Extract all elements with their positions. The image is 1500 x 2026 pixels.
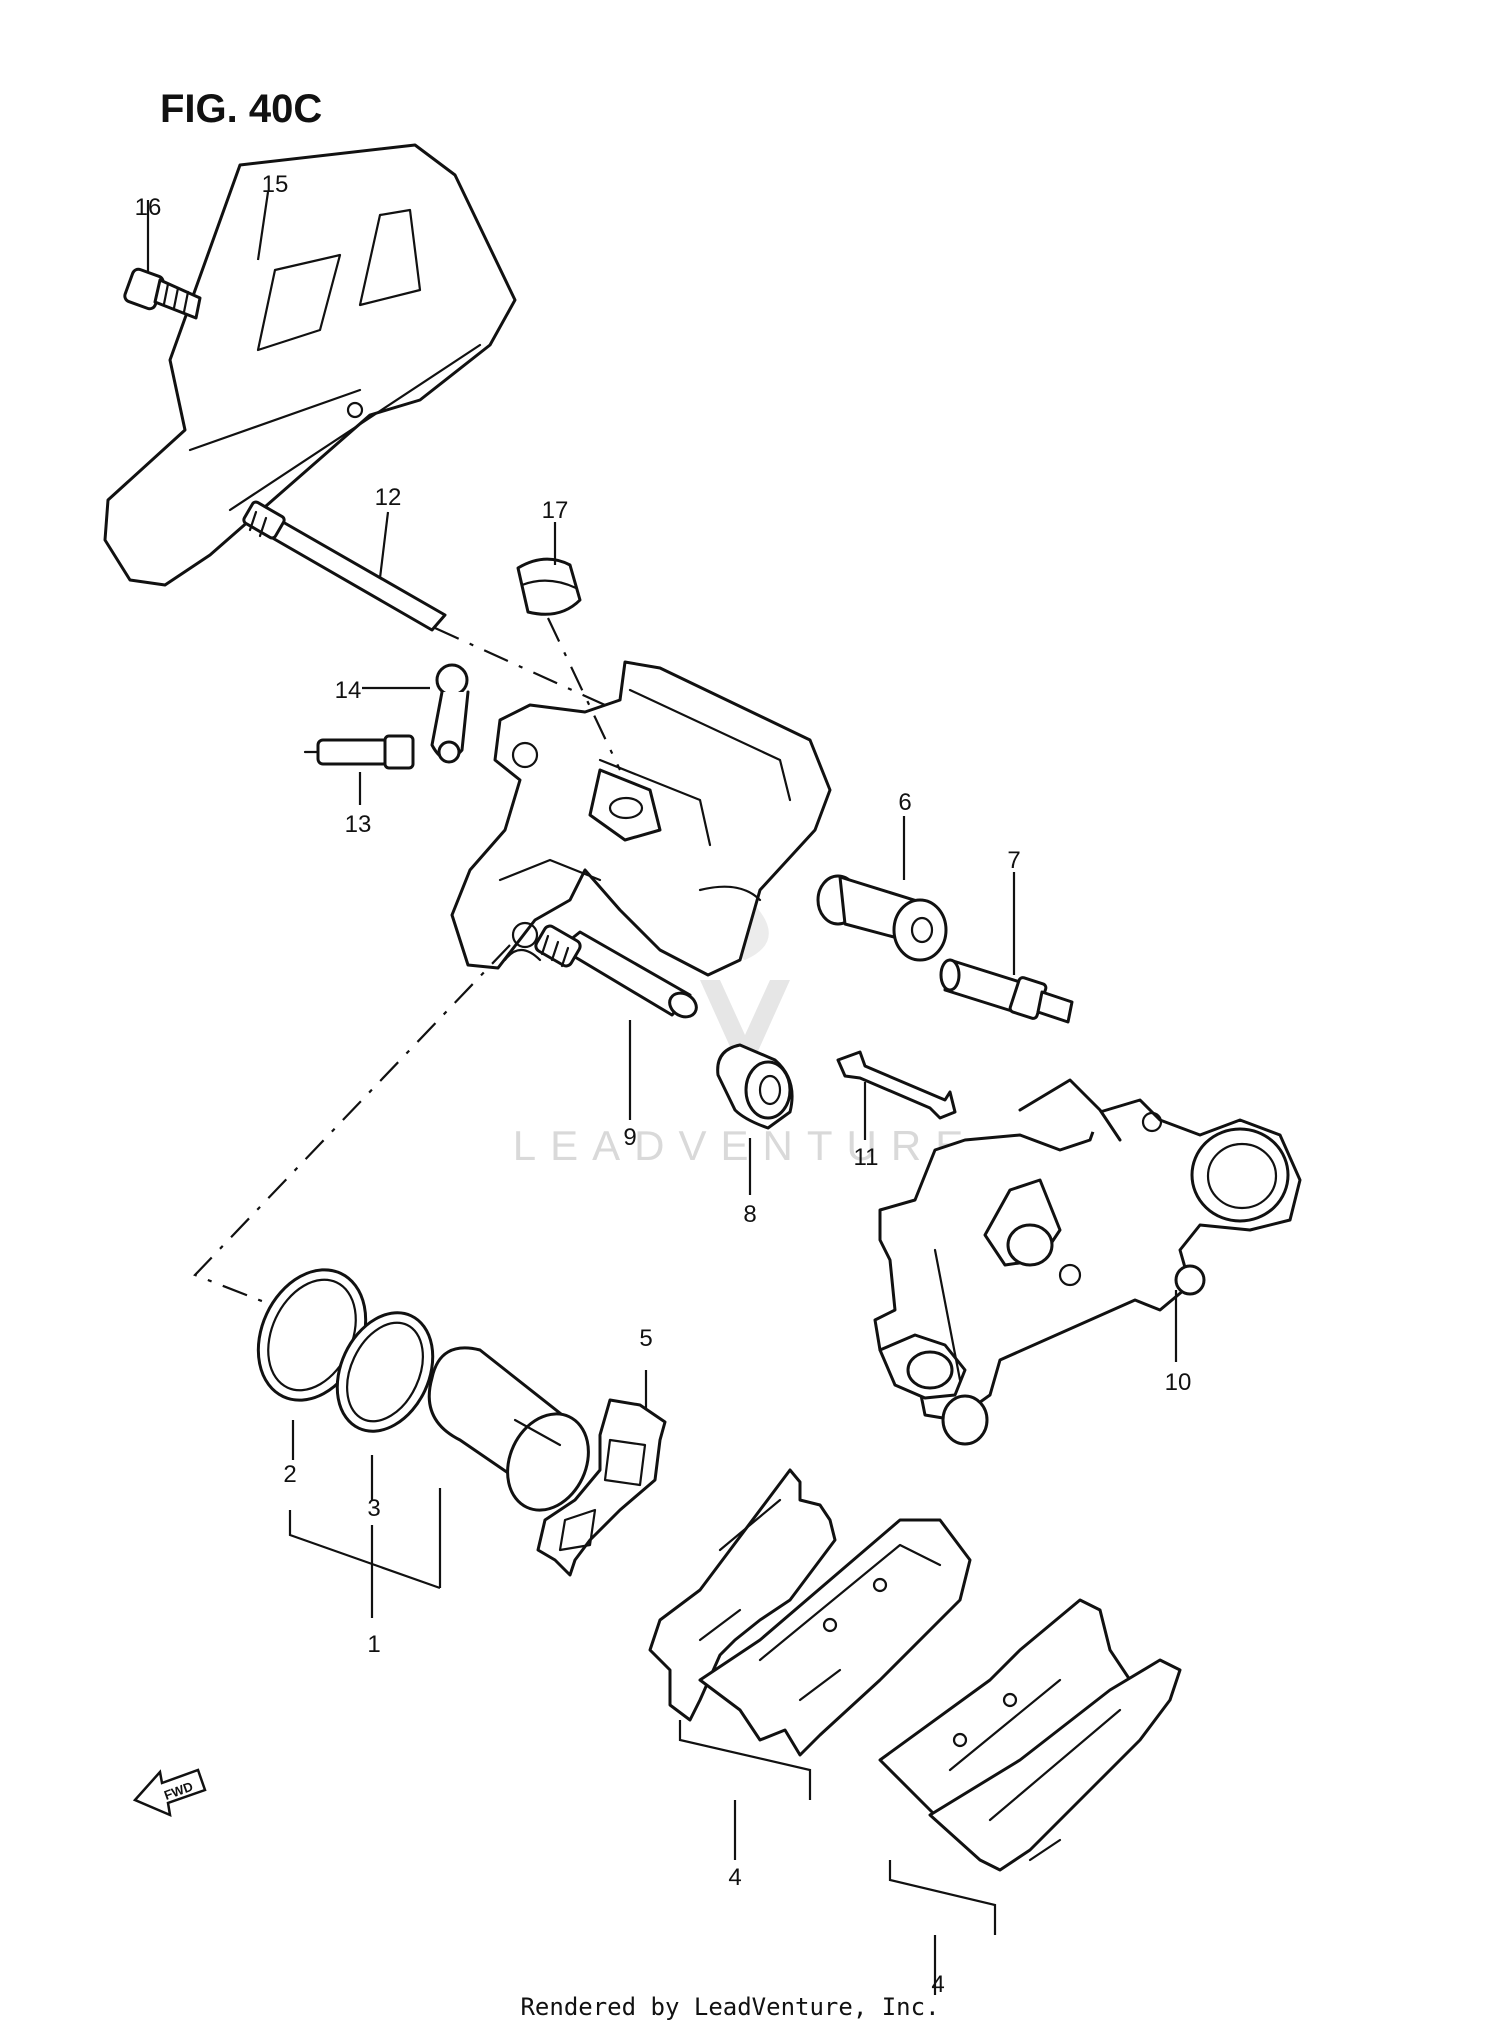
watermark-text: LEADVENTURE (513, 1122, 977, 1169)
callout-15: 15 (262, 171, 289, 198)
callout-3: 3 (367, 1495, 380, 1522)
part-17-cap (516, 557, 582, 616)
callout-9: 9 (623, 1124, 636, 1151)
part-1-piston (427, 1346, 590, 1512)
assembly-lines (193, 617, 621, 1307)
part-15-guard (103, 143, 517, 587)
callout-6: 6 (898, 789, 911, 816)
part-6-sleeve (816, 874, 948, 962)
part-12-pin (242, 500, 447, 632)
callout-12: 12 (375, 484, 402, 511)
part-7-bolt (939, 958, 1074, 1024)
caliper-body (450, 660, 832, 977)
figure-title: FIG. 40C (160, 87, 322, 131)
callout-17: 17 (542, 497, 569, 524)
callout-11: 11 (854, 1144, 879, 1171)
watermark: LEADVENTURE (513, 900, 977, 1169)
callout-1: 1 (367, 1631, 380, 1658)
callout-7: 7 (1007, 847, 1020, 874)
part-4-pad-a (698, 1518, 972, 1757)
callouts: 16 15 12 17 14 13 6 7 9 11 8 10 5 2 3 1 … (135, 171, 1192, 1998)
callout-4-rear: 4 (728, 1864, 741, 1891)
callout-10: 10 (1165, 1369, 1192, 1396)
part-14-bleeder-cap (430, 663, 470, 764)
leader-lines (146, 191, 1178, 1995)
callout-2: 2 (283, 1461, 296, 1488)
part-8-boot (716, 1043, 794, 1130)
part-3-seal (335, 1311, 435, 1433)
part-4-pad-shim-a (648, 1468, 837, 1722)
callout-8: 8 (743, 1201, 756, 1228)
part-4-pad-b (928, 1658, 1182, 1872)
part-16-bolt (123, 267, 202, 320)
part-9-slide-pin (534, 924, 698, 1019)
callout-5: 5 (639, 1325, 652, 1352)
callout-4-front: 4 (931, 1971, 944, 1998)
part-11-pad-spring (836, 1050, 957, 1120)
callout-16: 16 (135, 194, 162, 221)
part-5-shim (536, 1398, 667, 1577)
callout-13: 13 (345, 811, 372, 838)
callout-14: 14 (335, 677, 362, 704)
fwd-arrow-icon: FWD (132, 1768, 207, 1818)
footer-credit: Rendered by LeadVenture, Inc. (520, 1993, 939, 2021)
part-13-bleeder-valve (303, 734, 415, 770)
part-10-bracket (873, 1078, 1302, 1446)
